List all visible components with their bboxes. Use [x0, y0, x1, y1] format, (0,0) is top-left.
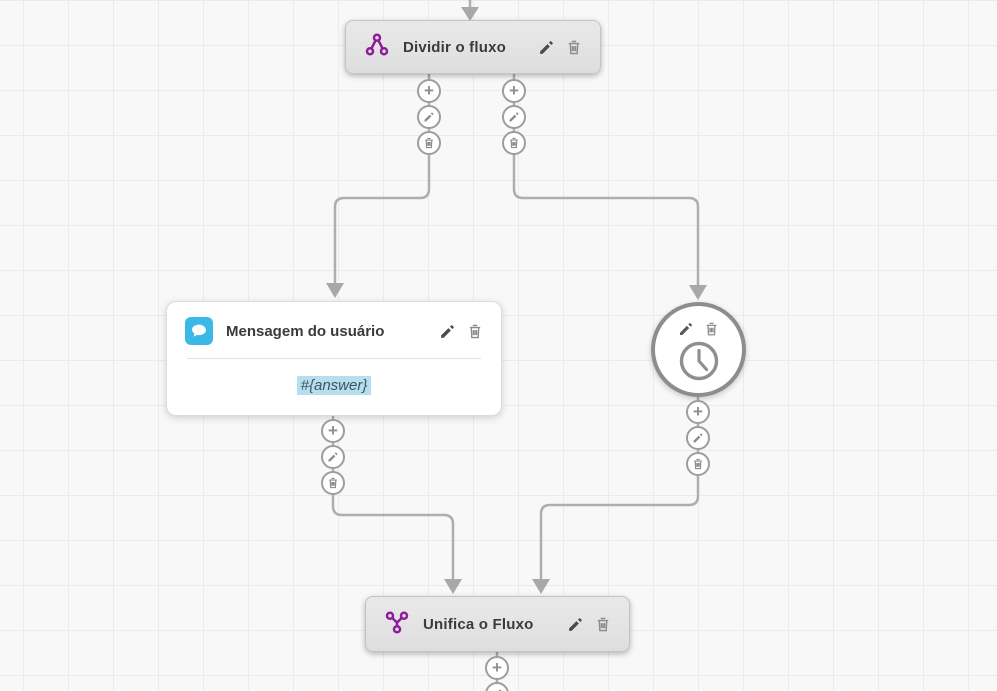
pencil-icon: [693, 433, 703, 443]
trash-icon[interactable]: [704, 321, 719, 337]
pencil-icon: [328, 452, 338, 462]
chat-bubble-icon: [185, 317, 213, 345]
edit-connection-button[interactable]: [417, 105, 441, 129]
edit-icon[interactable]: [678, 321, 694, 337]
trash-icon[interactable]: [595, 616, 611, 633]
add-node-button[interactable]: +: [417, 79, 441, 103]
split-left-output-actions: +: [417, 79, 441, 155]
add-node-button[interactable]: +: [485, 656, 509, 680]
message-output-actions: +: [321, 419, 345, 495]
wait-timer-node[interactable]: [651, 302, 746, 397]
merge-node-title: Unifica o Fluxo: [423, 615, 534, 633]
add-node-button[interactable]: +: [502, 79, 526, 103]
edit-icon[interactable]: [439, 323, 456, 340]
edit-connection-button[interactable]: [321, 445, 345, 469]
trash-icon: [510, 137, 518, 149]
merge-output-actions: +: [485, 656, 509, 691]
edit-connection-button[interactable]: [686, 426, 710, 450]
delete-connection-button[interactable]: [502, 131, 526, 155]
add-node-button[interactable]: +: [686, 400, 710, 424]
timer-output-actions: +: [686, 400, 710, 476]
plus-icon: +: [693, 401, 703, 421]
pencil-icon: [424, 112, 434, 122]
split-right-output-actions: +: [502, 79, 526, 155]
plus-icon: +: [509, 80, 519, 100]
plus-icon: +: [492, 657, 502, 677]
user-message-node[interactable]: Mensagem do usuário #{answer}: [166, 301, 502, 416]
edit-icon[interactable]: [538, 39, 555, 56]
merge-flow-node[interactable]: Unifica o Fluxo: [365, 596, 630, 652]
delete-connection-button[interactable]: [686, 452, 710, 476]
trash-icon[interactable]: [566, 39, 582, 56]
split-branch-icon: [364, 32, 390, 63]
clock-icon: [676, 337, 722, 388]
message-variable-text: #{answer}: [296, 375, 372, 395]
message-node-title: Mensagem do usuário: [226, 322, 385, 340]
trash-icon: [694, 458, 702, 470]
pencil-icon: [509, 112, 519, 122]
edit-icon[interactable]: [567, 616, 584, 633]
delete-connection-button[interactable]: [417, 131, 441, 155]
split-node-title: Dividir o fluxo: [403, 38, 507, 56]
plus-icon: +: [424, 80, 434, 100]
add-node-button[interactable]: +: [321, 419, 345, 443]
message-node-divider: [187, 358, 481, 359]
merge-branch-icon: [384, 609, 410, 640]
delete-connection-button[interactable]: [321, 471, 345, 495]
trash-icon: [329, 477, 337, 489]
split-flow-node[interactable]: Dividir o fluxo: [345, 20, 601, 74]
edit-connection-button[interactable]: [502, 105, 526, 129]
trash-icon: [425, 137, 433, 149]
edit-connection-button[interactable]: [485, 682, 509, 691]
trash-icon[interactable]: [467, 323, 483, 340]
plus-icon: +: [328, 420, 338, 440]
